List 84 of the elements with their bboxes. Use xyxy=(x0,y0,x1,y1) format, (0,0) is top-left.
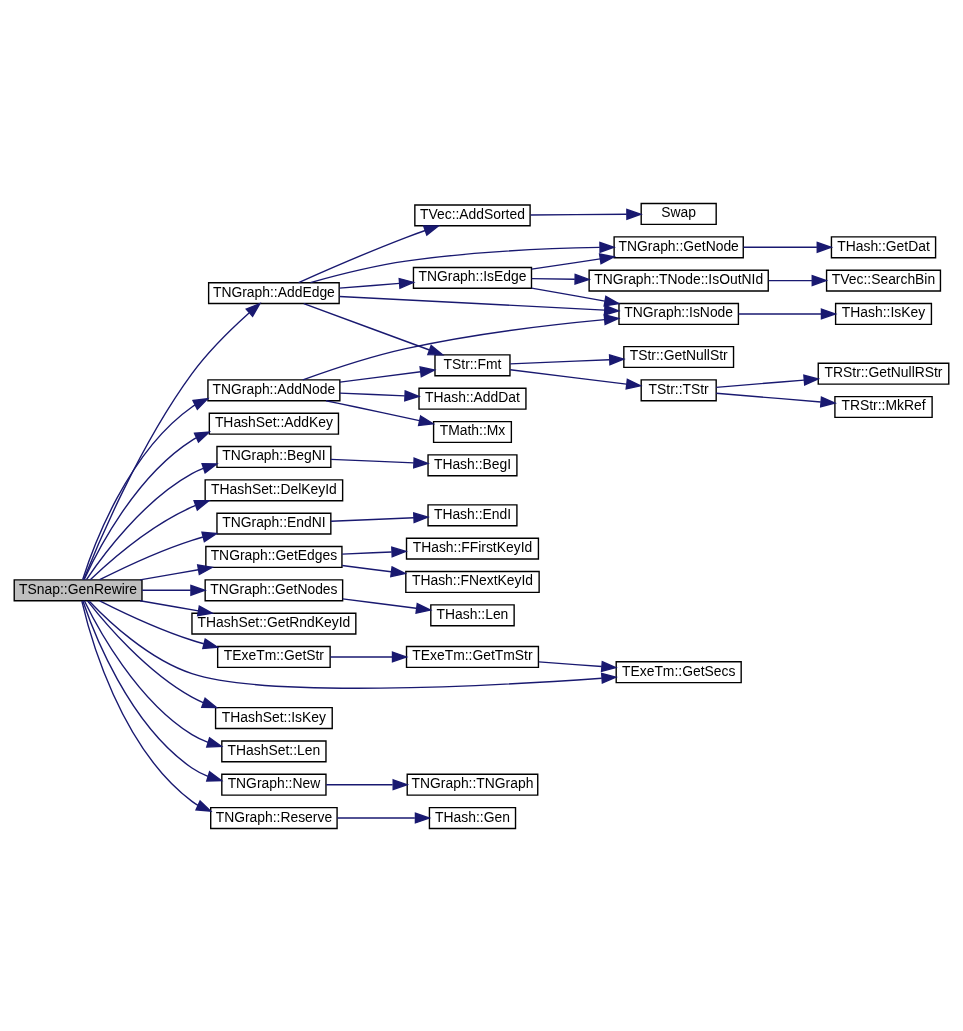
arrow xyxy=(737,307,838,320)
arrow xyxy=(99,531,219,580)
node-box: THash::AddDat xyxy=(418,387,527,410)
node-box: THash::Len xyxy=(430,603,515,626)
arrow xyxy=(341,597,433,614)
node-box: TNGraph::AddEdge xyxy=(207,281,340,304)
node-box: TRStr::MkRef xyxy=(834,395,933,418)
arrow xyxy=(99,599,220,649)
node-box: TNGraph::GetEdges xyxy=(205,545,343,568)
arrow xyxy=(338,295,621,316)
arrow xyxy=(341,564,408,577)
arrow xyxy=(529,208,643,220)
arrow xyxy=(86,599,219,708)
node-box: TNGraph::GetNodes xyxy=(204,578,344,601)
arrow xyxy=(336,811,432,824)
node-box: TVec::SearchBin xyxy=(825,269,942,292)
node-box: TNGraph::New xyxy=(221,773,327,796)
node-box: TNGraph::IsNode xyxy=(618,302,740,325)
node-box: Swap xyxy=(640,202,717,225)
node-box: THash::Gen xyxy=(428,806,517,829)
node-box: TNGraph::GetNode xyxy=(613,235,744,258)
arrow xyxy=(530,252,617,270)
arrow xyxy=(715,373,821,388)
node-box: THash::IsKey xyxy=(834,302,933,325)
arrow xyxy=(768,274,829,286)
node-box: TNGraph::TNode::IsOutNId xyxy=(588,269,769,292)
node-box: THashSet::Len xyxy=(221,739,327,762)
arrow xyxy=(88,599,618,689)
arrow xyxy=(330,511,430,524)
arrow xyxy=(83,430,212,580)
node-box: THash::FNextKeyId xyxy=(405,570,540,593)
arrow xyxy=(83,599,224,748)
node-box: TStr::TStr xyxy=(640,378,717,401)
arrow xyxy=(339,365,437,383)
node-box: THash::BegI xyxy=(427,453,518,476)
arrow xyxy=(302,313,621,381)
arrow xyxy=(538,660,618,672)
arrow xyxy=(82,301,262,580)
node-box: TNGraph::BegNI xyxy=(216,445,332,468)
node-box: TExeTm::GetSecs xyxy=(615,660,742,683)
node-box: TStr::GetNullStr xyxy=(623,345,735,368)
node-box: TMath::Mx xyxy=(432,420,513,443)
arrow xyxy=(82,599,224,782)
arrow xyxy=(309,241,616,283)
node-box: THash::GetDat xyxy=(830,235,937,258)
node-box: THashSet::DelKeyId xyxy=(204,478,344,501)
node-box: TSnap::GenRewire xyxy=(13,578,143,601)
arrow xyxy=(81,599,213,812)
arrow xyxy=(325,778,410,791)
arrow xyxy=(742,240,834,253)
node-box: TRStr::GetNullRStr xyxy=(817,362,950,385)
arrow xyxy=(509,368,643,390)
node-box: THash::EndI xyxy=(427,503,518,526)
node-box: THashSet::AddKey xyxy=(208,412,340,435)
arrow xyxy=(330,456,430,469)
node-box: THashSet::IsKey xyxy=(214,706,333,729)
arrow xyxy=(530,286,621,307)
node-box: TStr::Fmt xyxy=(434,353,511,376)
node-box: TExeTm::GetTmStr xyxy=(405,645,540,668)
arrow xyxy=(530,272,592,285)
arrow xyxy=(303,302,445,356)
arrow xyxy=(297,224,441,283)
arrow xyxy=(339,389,421,402)
arrow xyxy=(715,392,837,408)
arrow xyxy=(139,599,215,616)
arrow xyxy=(89,499,211,580)
node-box: TNGraph::TNGraph xyxy=(406,773,539,796)
arrow xyxy=(338,277,416,289)
node-box: TNGraph::AddNode xyxy=(207,378,341,401)
arrow xyxy=(329,650,409,663)
node-box: THashSet::GetRndKeyId xyxy=(191,612,357,635)
node-box: TVec::AddSorted xyxy=(414,203,531,226)
node-box: TNGraph::EndNI xyxy=(216,512,332,535)
node-box: TNGraph::Reserve xyxy=(210,806,338,829)
arrow xyxy=(325,399,436,426)
arrow xyxy=(509,353,626,366)
node-box: TNGraph::IsEdge xyxy=(412,266,533,289)
arrow xyxy=(341,545,408,558)
arrow xyxy=(141,583,207,596)
node-box: TExeTm::GetStr xyxy=(216,645,331,668)
arrow xyxy=(82,397,210,580)
arrow xyxy=(139,563,215,581)
node-box: THash::FFirstKeyId xyxy=(405,537,540,560)
arrow xyxy=(85,462,219,580)
